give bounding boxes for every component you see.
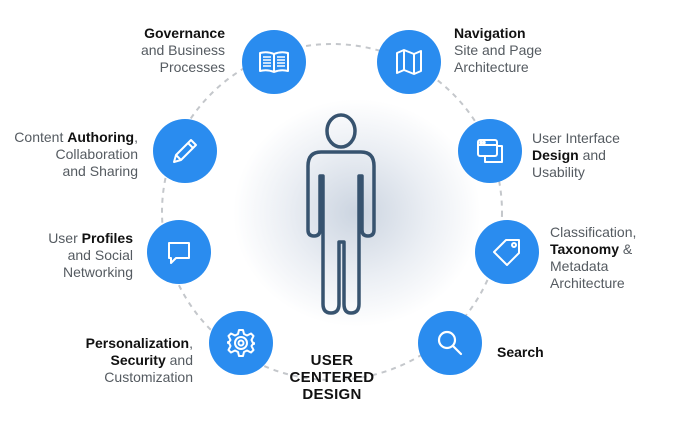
center-title-line3: DESIGN (302, 386, 362, 403)
personalization-node[interactable] (209, 311, 273, 375)
authoring-title: Authoring (67, 129, 135, 145)
profiles-line3: Networking (62, 264, 133, 280)
security-suffix: and (165, 352, 193, 368)
profiles-node[interactable] (147, 220, 211, 284)
search-title: Search (497, 344, 544, 360)
profiles-label: User Profiles and Social Networking (48, 230, 133, 281)
taxonomy-line1: Classification, (550, 224, 637, 240)
search-label: Search (497, 344, 544, 361)
navigation-title: Navigation (454, 25, 526, 41)
governance-title: Governance (144, 25, 225, 41)
tag-icon (493, 239, 520, 266)
navigation-node[interactable] (377, 30, 441, 94)
governance-label: Governance and Business Processes (141, 25, 225, 76)
governance-node[interactable] (242, 30, 306, 94)
profiles-line2: and Social (67, 247, 133, 263)
ui-design-title: Design (532, 147, 579, 163)
map-icon (396, 49, 422, 75)
center-title-line2: CENTERED (289, 369, 375, 386)
taxonomy-title: Taxonomy (550, 241, 619, 257)
pencil-icon (173, 139, 197, 163)
personalization-suffix: , (189, 335, 193, 351)
search-node[interactable] (418, 311, 482, 375)
navigation-line3: Architecture (454, 59, 529, 75)
profiles-title: Profiles (81, 230, 133, 246)
authoring-line3: and Sharing (62, 163, 138, 179)
center-title: USER CENTERED DESIGN (286, 352, 378, 403)
governance-line3: Processes (159, 59, 225, 75)
taxonomy-line4: Architecture (550, 275, 625, 291)
authoring-prefix: Content (14, 129, 68, 145)
personalization-title: Personalization (85, 335, 190, 351)
center-title-line1: USER (310, 352, 354, 369)
ui-design-line1: User Interface (532, 130, 620, 146)
user-figure-icon (306, 113, 376, 315)
ui-design-node[interactable] (458, 119, 522, 183)
taxonomy-suffix: & (618, 241, 633, 257)
security-title: Security (110, 352, 166, 368)
center-glow (232, 98, 482, 328)
ui-design-label: User Interface Design and Usability (532, 130, 620, 181)
taxonomy-label: Classification, Taxonomy & Metadata Arch… (550, 224, 636, 292)
authoring-node[interactable] (153, 119, 217, 183)
ui-design-suffix: and (578, 147, 606, 163)
authoring-suffix: , (134, 129, 138, 145)
navigation-label: Navigation Site and Page Architecture (454, 25, 542, 76)
gear-icon (227, 329, 255, 357)
profiles-prefix: User (48, 230, 82, 246)
personalization-label: Personalization, Security and Customizat… (86, 335, 193, 386)
search-icon (437, 330, 463, 356)
navigation-line2: Site and Page (454, 42, 542, 58)
authoring-label: Content Authoring, Collaboration and Sha… (14, 129, 138, 180)
taxonomy-line3: Metadata (550, 258, 609, 274)
chat-bubble-icon (168, 242, 190, 264)
ui-design-line3: Usability (532, 164, 585, 180)
taxonomy-node[interactable] (475, 220, 539, 284)
governance-line2: and Business (140, 42, 225, 58)
authoring-line2: Collaboration (55, 146, 139, 162)
book-icon (259, 51, 289, 73)
personalization-line3: Customization (104, 369, 193, 385)
windows-icon (477, 139, 503, 163)
